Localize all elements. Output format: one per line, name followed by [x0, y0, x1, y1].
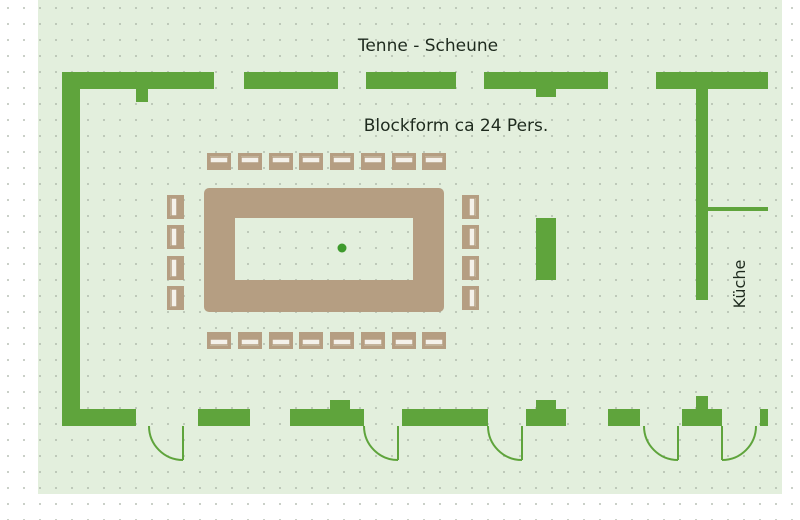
wall-top-segment	[366, 72, 456, 89]
door-swing	[363, 425, 399, 461]
door-swing	[487, 425, 523, 461]
wall-bottom-segment	[526, 409, 566, 426]
chair-bottom	[298, 331, 324, 350]
freestanding-wall-element	[536, 218, 556, 280]
kitchen-label: Küche	[730, 260, 749, 309]
table-inner-dots	[235, 218, 413, 280]
chair-top	[237, 152, 263, 171]
wall-bottom-segment	[608, 409, 640, 426]
wall-bottom-segment	[62, 409, 136, 426]
chair-top	[298, 152, 324, 171]
chair-bottom	[360, 331, 386, 350]
chair-bottom	[329, 331, 355, 350]
chair-top	[329, 152, 355, 171]
chair-right	[461, 194, 480, 220]
chair-left	[166, 194, 185, 220]
wall-bottom-segment	[198, 409, 250, 426]
wall-top-segment	[656, 72, 768, 89]
walls	[62, 72, 768, 426]
chair-left	[166, 255, 185, 281]
wall-bottom-segment	[682, 409, 722, 426]
door-swing	[148, 425, 184, 461]
kitchen-partition-vertical	[696, 88, 708, 300]
chair-top	[268, 152, 294, 171]
wall-pillar	[536, 400, 556, 410]
wall-bottom-segment	[402, 409, 488, 426]
wall-pillar	[136, 88, 148, 102]
chair-right	[461, 285, 480, 311]
chair-bottom	[237, 331, 263, 350]
wall-left	[62, 72, 80, 426]
wall-top-segment	[484, 72, 608, 89]
doors	[148, 425, 757, 461]
chair-top	[391, 152, 417, 171]
chair-top	[206, 152, 232, 171]
door-swing	[643, 425, 679, 461]
wall-top-segment	[244, 72, 338, 89]
chair-bottom	[421, 331, 447, 350]
chair-bottom	[268, 331, 294, 350]
plan-title: Tenne - Scheune	[357, 36, 498, 56]
seating-layout-label: Blockform ca 24 Pers.	[364, 116, 549, 136]
chair-top	[360, 152, 386, 171]
chair-bottom	[206, 331, 232, 350]
chair-right	[461, 224, 480, 250]
wall-pillar	[330, 400, 350, 410]
wall-top-segment	[62, 72, 214, 89]
wall-bottom-segment	[290, 409, 364, 426]
chair-top	[421, 152, 447, 171]
block-table	[204, 188, 444, 312]
wall-pillar	[696, 396, 708, 410]
wall-bottom-segment	[760, 409, 768, 426]
chair-left	[166, 224, 185, 250]
center-marker	[337, 243, 347, 253]
chair-bottom	[391, 331, 417, 350]
wall-pillar	[536, 88, 556, 97]
door-swing	[721, 425, 757, 461]
chair-left	[166, 285, 185, 311]
chair-right	[461, 255, 480, 281]
kitchen-partition-horizontal	[708, 207, 768, 211]
